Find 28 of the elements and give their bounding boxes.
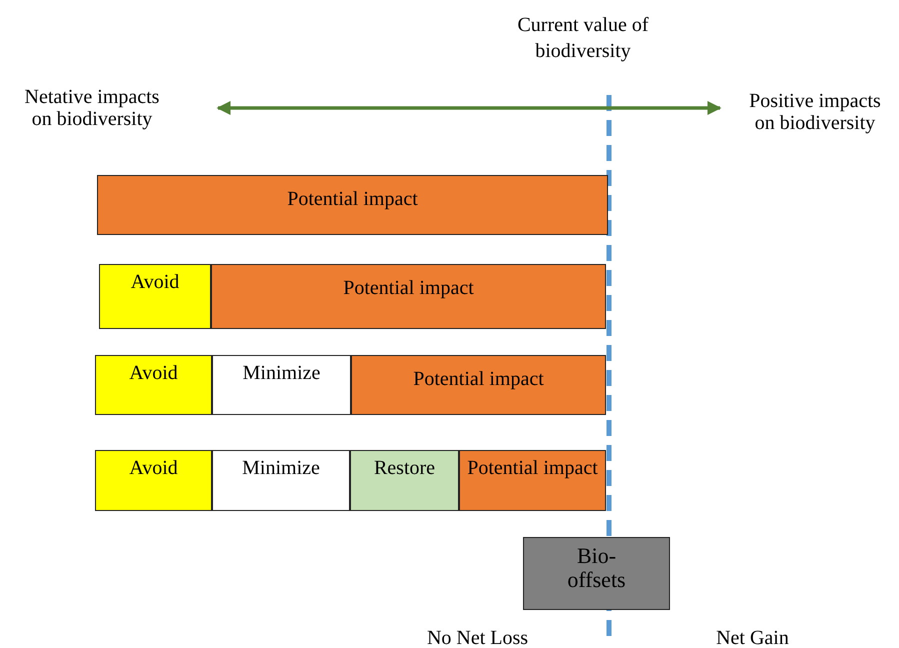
bar-label: Potential impact xyxy=(467,457,598,479)
bar-label: Potential impact xyxy=(343,277,474,299)
impact-direction-label: Netative impacts on biodiversity xyxy=(24,86,160,130)
avoid-box xyxy=(99,264,211,329)
bar-label: Minimize xyxy=(242,362,320,384)
bar-label: Bio-offsets xyxy=(566,544,627,592)
outcome-label: Net Gain xyxy=(715,626,790,648)
outcome-label: No Net Loss xyxy=(426,626,530,648)
bar-label: Avoid xyxy=(130,271,180,293)
bar-label: Avoid xyxy=(129,457,178,479)
impact-bar xyxy=(97,175,608,235)
bar-label: Potential impact xyxy=(413,368,544,390)
bar-label: Restore xyxy=(374,457,436,479)
minimize-box xyxy=(212,450,350,511)
restore-box xyxy=(350,450,459,511)
avoid-box xyxy=(95,450,212,511)
bar-label: Avoid xyxy=(129,362,178,384)
impact-bar xyxy=(211,264,606,329)
bar-label: Potential impact xyxy=(287,188,418,210)
impact-bar xyxy=(351,355,606,415)
double-arrow xyxy=(216,101,722,115)
impact-bar xyxy=(459,450,606,511)
minimize-box xyxy=(212,355,351,415)
offset-box xyxy=(523,537,670,610)
reference-line-label: Current value of biodiversity xyxy=(516,13,650,64)
avoid-box xyxy=(95,355,212,415)
impact-direction-label: Positive impacts on biodiversity xyxy=(748,90,882,134)
bar-label: Minimize xyxy=(242,457,320,479)
